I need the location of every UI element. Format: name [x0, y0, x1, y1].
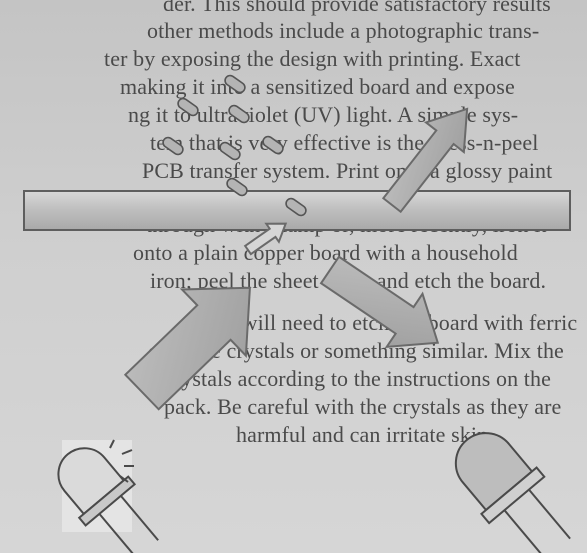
text-line: der. This should provide satisfactory re…: [163, 0, 551, 16]
uv-particles: [162, 74, 307, 217]
text-line: crystals according to the instructions o…: [164, 366, 551, 391]
uv-lamp-left-icon: [57, 439, 159, 553]
text-line: onto a plain copper board with a househo…: [133, 240, 518, 265]
light-arrow-icon: [123, 286, 251, 411]
light-arrow-icon: [243, 222, 288, 256]
light-arrow-icon: [319, 255, 440, 349]
pellet-icon: [219, 141, 241, 161]
text-line: making it into a sensitized board and ex…: [120, 74, 515, 99]
text-line: other methods include a photographic tra…: [147, 18, 540, 43]
pellet-icon: [177, 97, 199, 117]
pellet-icon: [262, 135, 284, 155]
text-line: harmful and can irritate skin.: [236, 422, 494, 447]
text-line: tem that is very effective is the press-…: [150, 130, 539, 155]
pellet-icon: [162, 136, 184, 156]
uv-lamp-right-icon: [454, 432, 571, 553]
pellet-icon: [285, 197, 307, 217]
text-line: pack. Be careful with the crystals as th…: [164, 394, 562, 419]
text-line: ter by exposing the design with printing…: [104, 46, 521, 71]
pellet-icon: [228, 104, 250, 124]
text-line: PCB transfer system. Print onto a glossy…: [142, 158, 553, 183]
light-arrow-icon: [381, 107, 469, 214]
pellet-icon: [226, 177, 248, 197]
pellet-icon: [224, 74, 246, 94]
